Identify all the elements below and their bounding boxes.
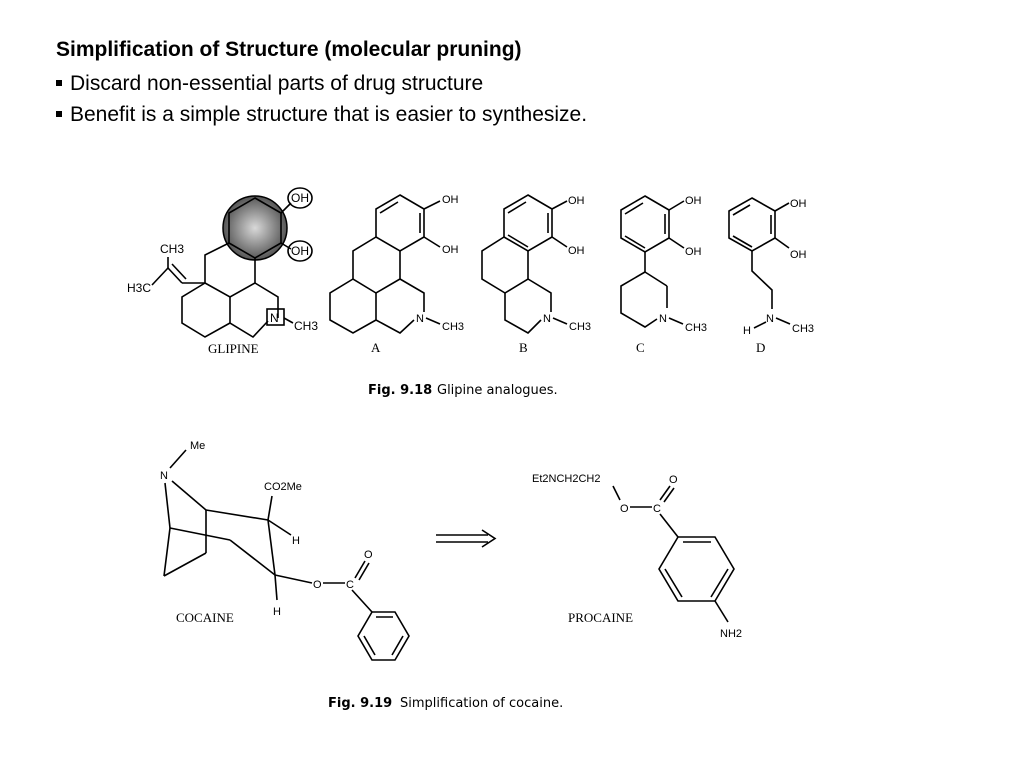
n-label: N <box>416 313 424 325</box>
nh2-label: NH2 <box>720 628 742 640</box>
n-label: N <box>659 313 667 325</box>
transformation-arrow-icon <box>436 529 497 548</box>
n-label: N <box>160 470 168 482</box>
procaine-structure: Et2NCH2CH2 O C O NH2 PROCAINE <box>532 473 742 640</box>
bullet-item: Benefit is a simple structure that is ea… <box>56 99 587 130</box>
o-label: O <box>620 503 629 515</box>
oh-label: OH <box>442 244 459 256</box>
bullet-text: Benefit is a simple structure that is ea… <box>70 103 588 126</box>
figure-caption: Simplification of cocaine. <box>400 696 563 711</box>
oh-label: OH <box>685 246 702 258</box>
figure-number: Fig. 9.19 <box>328 696 392 711</box>
o-label: O <box>313 579 322 591</box>
h-label: H <box>292 535 300 547</box>
oh-label: OH <box>568 195 585 207</box>
bullet-square-icon <box>56 80 62 86</box>
figure-caption: Glipine analogues. <box>437 383 558 398</box>
fig-9-19: Me N CO2Me H H O C O <box>160 440 742 711</box>
ch3-label: CH3 <box>442 321 464 333</box>
compound-d-label: D <box>756 340 765 355</box>
ch3-label: CH3 <box>685 322 707 334</box>
highlight-circle <box>222 195 288 261</box>
oh-label: OH <box>442 194 459 206</box>
oh-label: OH <box>685 195 702 207</box>
oh-label: OH <box>790 198 807 210</box>
ch3-label: CH3 <box>160 242 184 256</box>
oh-label: OH <box>790 249 807 261</box>
c-label: C <box>653 503 661 515</box>
h-label: H <box>273 606 281 618</box>
slide-text-block: Simplification of Structure (molecular p… <box>56 36 587 130</box>
compound-c-label: C <box>636 340 645 355</box>
oh-label: OH <box>568 245 585 257</box>
compound-b-structure: OH OH N CH3 B <box>481 194 591 355</box>
ch3-label: CH3 <box>294 319 318 333</box>
o-label: O <box>669 474 678 486</box>
ch3-label: CH3 <box>792 323 814 335</box>
amine-chain-label: Et2NCH2CH2 <box>532 473 600 485</box>
bullet-text: Discard non-essential parts of drug stru… <box>70 72 484 95</box>
o-label: O <box>364 549 373 561</box>
cocaine-label: COCAINE <box>176 610 234 625</box>
figure-number: Fig. 9.18 <box>368 383 432 398</box>
n-label: N <box>543 313 551 325</box>
compound-d-structure: OH OH N H CH3 D <box>728 197 814 355</box>
me-label: Me <box>190 440 205 452</box>
glipine-label: GLIPINE <box>208 341 259 356</box>
ch3-label: CH3 <box>569 321 591 333</box>
slide-title: Simplification of Structure (molecular p… <box>56 38 522 61</box>
fig-9-18: OH OH CH3 H3C N CH3 GLIPINE <box>127 187 814 398</box>
compound-b-label: B <box>519 340 528 355</box>
cocaine-structure: Me N CO2Me H H O C O <box>160 440 410 661</box>
oh-circle <box>287 187 313 209</box>
n-box <box>266 308 285 326</box>
co2me-label: CO2Me <box>264 481 302 493</box>
compound-a-label: A <box>371 340 381 355</box>
compound-a-structure: OH OH N CH3 A <box>329 194 464 355</box>
compound-c-structure: OH OH N CH3 C <box>620 195 707 355</box>
c-label: C <box>346 579 354 591</box>
procaine-label: PROCAINE <box>568 610 633 625</box>
h3c-label: H3C <box>127 281 151 295</box>
glipine-structure: OH OH CH3 H3C N CH3 GLIPINE <box>127 187 318 356</box>
oh-label: OH <box>291 244 309 258</box>
bullet-square-icon <box>56 111 62 117</box>
n-label: N <box>766 313 774 325</box>
oh-label: OH <box>291 191 309 205</box>
bullet-item: Discard non-essential parts of drug stru… <box>56 68 587 99</box>
oh-circle <box>287 240 313 262</box>
n-label: N <box>270 311 279 325</box>
h-label: H <box>743 325 751 337</box>
